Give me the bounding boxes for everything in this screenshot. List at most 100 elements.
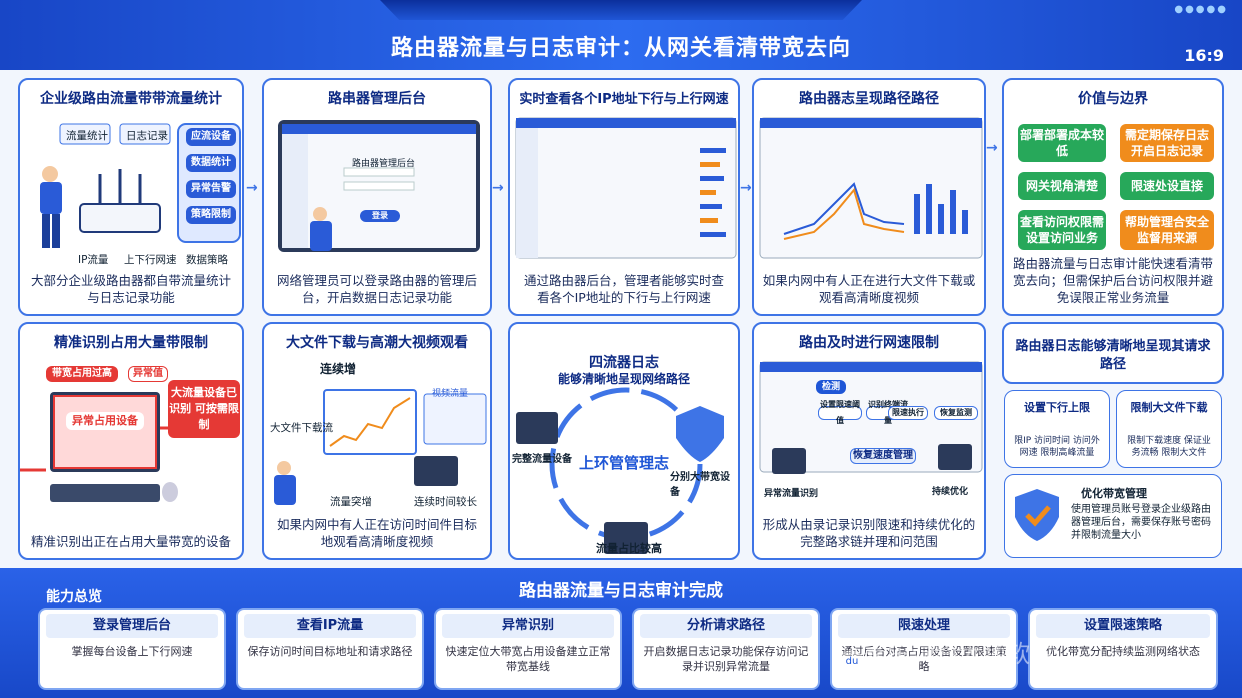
card-title: 精准识别占用大量带限制 [54,335,208,351]
panel-item-1: 应流设备 [186,128,236,146]
card-request-path: 路由器日志能够清晰地呈现其请求路径 [1002,322,1224,384]
tag-surge: 流量突增 [330,496,372,508]
card-title: 路由及时进行网速限制 [799,335,939,351]
policy-c-body: 使用管理员账号登录企业级路由器管理后台，需要保存账号密码并限制流量大小 [1071,504,1211,541]
policy-a-body: 限IP 访问时间 访问外网速 限制高峰流量 [1014,436,1100,458]
watermark-text: 家庄洞察大师软件 [862,640,1054,668]
tag-high-usage: 带宽占用过高 [46,366,118,382]
summary-box-desc: 保存访问时间目标地址和请求路径 [247,645,413,658]
summary-box-desc: 优化带宽分配持续监测网络状态 [1046,645,1200,658]
card-title: 路串器管理后台 [328,91,426,107]
card-caption: 如果内网中有人正在进行大文件下载或观看高清晰度视频 [762,273,976,305]
card-caption: 如果内网中有人正在访问时间件目标地观看高清晰度视频 [276,517,477,549]
card-policy-b: 限制大文件下载 限制下载速度 保证业务流畅 限制大文件 [1116,390,1222,468]
policy-b-body: 限制下载速度 保证业务流畅 限制大文件 [1127,436,1211,458]
cycle-center: 上环管管理志 [578,454,669,472]
card-title: 大文件下载与高潮大视频观看 [286,335,468,351]
download-illustration [274,389,487,505]
summary-box-title: 登录管理后台 [46,614,218,638]
tag-abnormal: 异常值 [128,366,168,382]
card-caption: 路由器流量与日志审计能快速看清带宽去向；但需保护后台访问权限并避免误限正常业务流… [1012,256,1213,305]
value-item-4: 限速处设直接 [1120,172,1214,200]
summary-title: 路由器流量与日志审计完成 [519,581,723,601]
step-threshold: 设置限速阈值 [818,400,862,425]
monitor-illustration [278,120,480,252]
cycle-illustration [516,387,724,554]
node-complete: 完整流量设备 [512,454,572,465]
tag-video-flow: 视频流量 [432,389,469,399]
shield-check-icon [1015,489,1059,541]
label-optimize: 持续优化 [932,487,969,497]
card-subtitle: 能够清晰地呈现网络路径 [557,372,690,386]
card-admin-console: 路串器管理后台 路由器管理后台 登录 网络管理员可以登录路由器的管理后台，开启数… [262,78,492,316]
summary-box-3: 异常识别 快速定位大带宽占用设备建立正常带宽基线 [434,608,622,690]
value-item-5: 查看访问权限需设置访问业务 [1018,210,1106,250]
alert-box: 大流量设备已识别 可按需限制 [168,380,240,438]
summary-box-title: 限速处理 [838,614,1010,638]
summary-box-title: 查看IP流量 [244,614,416,638]
summary-box-1: 登录管理后台 掌握每台设备上下行网速 [38,608,226,690]
step-execute: 限速执行 [888,406,928,420]
panel-item-3: 异常告警 [186,180,236,198]
tag-long-time: 连续时间较长 [414,496,477,508]
card-title: 四流器日志 [589,355,659,371]
label-policy: 数据策略 [186,254,228,266]
label-traffic-stats: 流量统计 [66,130,108,142]
tag-download-flow: 大文件下载流 [270,422,333,434]
screen-label: 异常占用设备 [66,412,144,430]
header: ●●●●● 路由器流量与日志审计：从网关看清带宽去向 16:9 [0,0,1242,70]
card-caption: 通过路由器后台，管理者能够实时查看各个IP地址的下行与上行网速 [523,273,724,305]
card-title: 价值与边界 [1078,91,1148,107]
summary-box-desc: 快速定位大带宽占用设备建立正常带宽基线 [445,645,611,673]
card-title: 路由器志呈现路径路径 [799,91,939,107]
summary-box-4: 分析请求路径 开启数据日志记录功能保存访问记录并识别异常流量 [632,608,820,690]
chart-illustration [759,117,983,259]
card-value-boundary: 价值与边界 部署部署成本较低 需定期保存日志开启日志记录 网关视角清楚 限速处设… [1002,78,1224,316]
card-policy-a: 设置下行上限 限IP 访问时间 访问外网速 限制高峰流量 [1004,390,1110,468]
label-ip-flow: IP流量 [78,254,109,266]
value-item-6: 帮助管理合安全 监督用来源 [1120,210,1214,250]
label-log-record: 日志记录 [126,130,168,142]
speed-manage-box: 恢复速度管理 [850,448,916,464]
card-large-download: 大文件下载与高潮大视频观看 连续增 大文件下载流 流量突增 连续时间较长 视频流… [262,322,492,560]
decor-dots: ●●●●● [1174,4,1228,15]
value-item-1: 部署部署成本较低 [1018,124,1106,162]
value-item-3: 网关视角清楚 [1018,172,1106,200]
card-title: 实时查看各个IP地址下行与上行网速 [519,92,729,107]
watermark-logo: du [840,650,864,674]
ip-table-illustration [515,117,737,259]
header-tab [380,0,862,20]
summary-box-title: 分析请求路径 [640,614,812,638]
summary-box-title: 异常识别 [442,614,614,638]
summary-box-2: 查看IP流量 保存访问时间目标地址和请求路径 [236,608,424,690]
flow-arrow: → [246,180,258,196]
summary-box-desc: 掌握每台设备上下行网速 [71,645,193,658]
card-title: 路由器日志能够清晰地呈现其请求路径 [1015,339,1211,372]
step-detect: 检测 [816,380,846,394]
summary-box-5: 限速处理 通过后台对高占用设备设置限速策略 [830,608,1018,690]
label-speed: 上下行网速 [124,254,177,266]
flow-arrow: → [492,180,504,196]
step-recover: 恢复监测 [934,406,978,420]
card-identify: 精准识别占用大量带限制 带宽占用过高 异常值 异常占用设备 大流量设备已识别 可… [18,322,244,560]
card-log-cycle: 四流器日志 能够清晰地呈现网络路径 上环管管理志 完整流量设备 分别大带宽设备 … [508,322,740,560]
summary-label: 能力总览 [46,589,102,605]
card-title: 企业级路由流量带带流量统计 [40,91,222,107]
summary-panel: 路由器流量与日志审计完成 能力总览 登录管理后台 掌握每台设备上下行网速 查看I… [0,568,1242,698]
policy-a-title: 设置下行上限 [1024,401,1090,414]
summary-box-desc: 通过后台对高占用设备设置限速策略 [841,645,1007,673]
login-button[interactable]: 登录 [360,210,400,222]
card-rate-limit: 路由及时进行网速限制 检测 设置限速阈值 识别终端流量 限速执行 恢复监测 恢复… [752,322,986,560]
flow-arrow: → [986,140,998,156]
card-router-stats: 企业级路由流量带带流量统计 流量统计 日志记录 IP流量 上下行网速 数据策略 … [18,78,244,316]
flow-arrow: → [740,180,752,196]
label-abnormal-flow: 异常流量识别 [764,489,819,499]
aspect-ratio: 16:9 [1184,46,1224,65]
card-caption: 大部分企业级路由器都自带流量统计与日志记录功能 [30,273,231,305]
card-ip-speed: 实时查看各个IP地址下行与上行网速 通过路由器后台，管理者能够实时查看各个IP地… [508,78,740,316]
summary-box-desc: 开启数据日志记录功能保存访问记录并识别异常流量 [643,645,809,673]
page-title: 路由器流量与日志审计：从网关看清带宽去向 [390,36,851,61]
summary-box-6: 设置限速策略 优化带宽分配持续监测网络状态 [1028,608,1218,690]
card-log-path: 路由器志呈现路径路径 如果内网中有人正在进行大文件下载或观看高清晰度视频 [752,78,986,316]
screen-title: 路由器管理后台 [352,159,416,169]
